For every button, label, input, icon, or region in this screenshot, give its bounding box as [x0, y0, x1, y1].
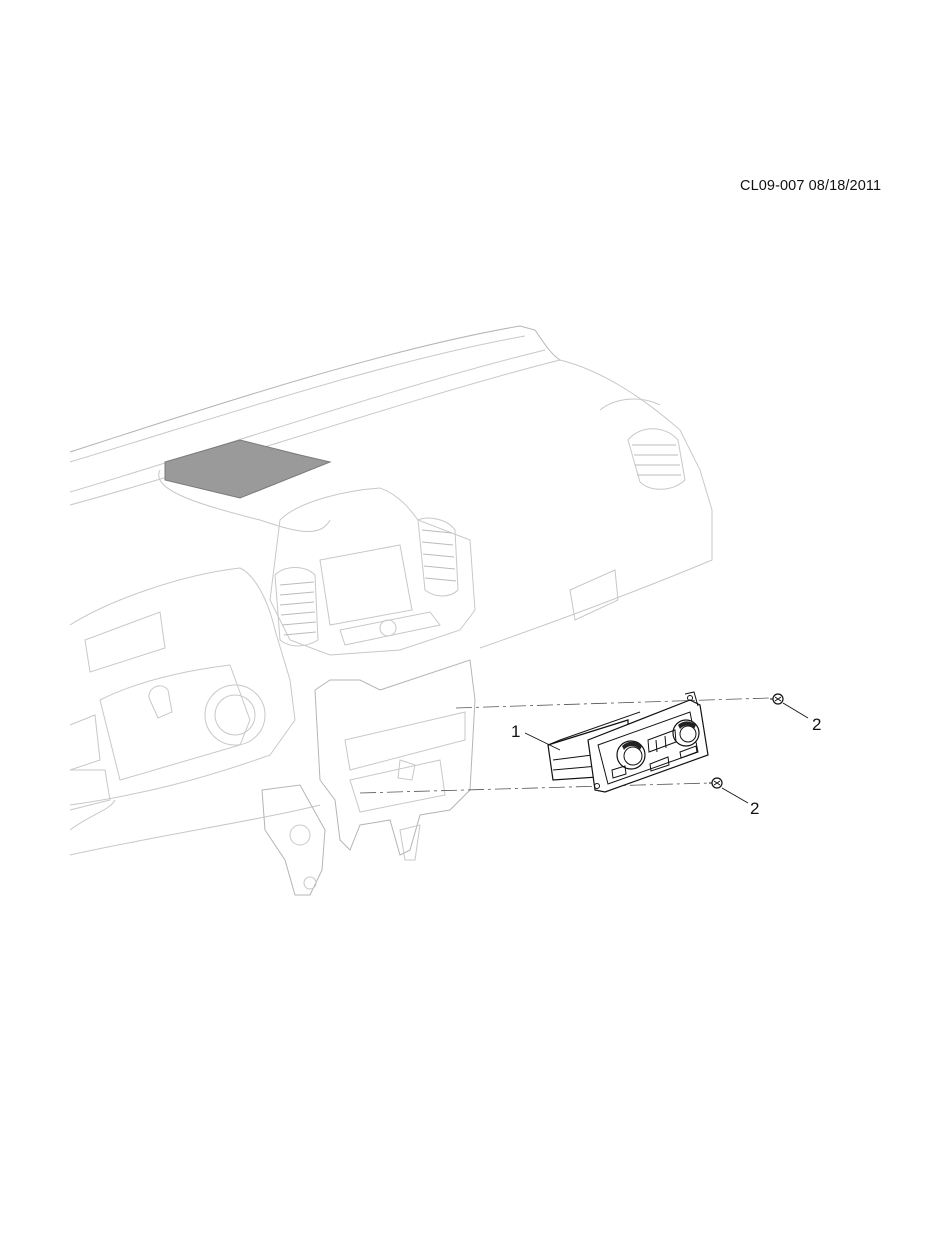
screw-lower [709, 777, 723, 789]
climate-control-module [547, 691, 709, 793]
leader-line-2-upper [782, 702, 809, 719]
leader-line-2-lower [721, 787, 749, 804]
alignment-line-lower [359, 782, 711, 794]
instrument-panel-ghost [69, 325, 713, 896]
callout-label-1: 1 [511, 722, 521, 741]
callout-label-2-upper: 2 [812, 715, 822, 734]
drawing-code: CL09-007 08/18/2011 [740, 178, 882, 194]
leader-line-1 [524, 732, 561, 751]
alignment-line-upper [455, 697, 771, 709]
callout-label-2-lower: 2 [750, 799, 760, 818]
screw-upper [770, 693, 784, 705]
